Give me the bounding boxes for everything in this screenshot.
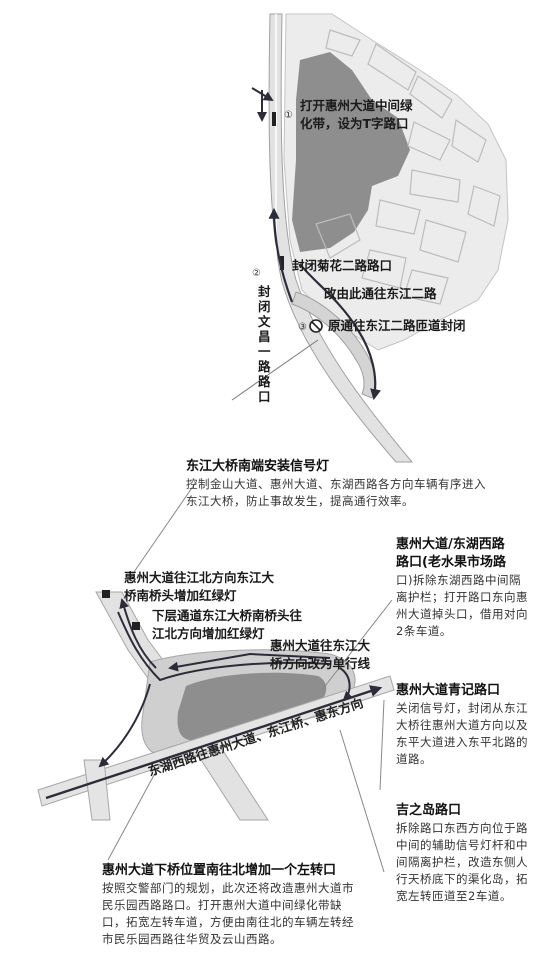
lower-map xyxy=(37,590,395,821)
qingji-title: 惠州大道青记路口 xyxy=(396,683,501,698)
ramp-road xyxy=(291,291,376,399)
main-up-arrow xyxy=(268,207,294,303)
jizhidao-block: 吉之岛路口 拆除路口东西方向位于路中间的辅助信号灯杆和中间隔离护栏，改造东侧人行… xyxy=(396,802,528,905)
bottom-title: 惠州大道下桥位置南往北增加一个左转口 xyxy=(102,863,337,878)
block-outlines xyxy=(315,29,501,305)
south-road xyxy=(83,759,111,821)
label-c-line1: 惠州大道往东江大 xyxy=(270,638,371,653)
oneway-arrow xyxy=(168,652,331,672)
traffic-light-icon-1 xyxy=(102,590,110,598)
item1-line2: 化带，设为T字路口 xyxy=(300,116,409,131)
leader-lines xyxy=(107,481,393,873)
traffic-light-icon-2 xyxy=(132,622,140,630)
jizhidao-body: 拆除路口东西方向位于路中间的辅助信号灯杆和中间隔离护栏，改造东侧人行天桥底下的渠… xyxy=(396,821,528,903)
vertical-char: 一 xyxy=(258,344,271,359)
ramp-line-1 xyxy=(117,611,331,682)
donghu-arrow xyxy=(45,685,383,800)
label-b-line1: 下层通道东江大桥南桥头往 xyxy=(152,608,303,623)
signal-title: 东江大桥南端安装信号灯 xyxy=(186,459,330,474)
label-b-line2: 江北方向增加红绿灯 xyxy=(152,626,265,641)
item3-text: 原通往东江二路匝道封闭 xyxy=(328,318,466,333)
donghu-title-1: 惠州大道/东湖西路 xyxy=(396,537,505,552)
bottom-body: 按照交警部门的规划，此次还将改造惠州大道市民乐园西路路口。打开惠州大道中间绿化带… xyxy=(102,881,354,946)
qingji-body: 关闭信号灯，封闭从东江大桥往惠州大道方向以及东平大道进入东平北路的道路。 xyxy=(396,701,528,766)
label-a-line2: 桥南桥头增加红绿灯 xyxy=(124,588,237,603)
label-c-line2: 桥方向改为单行线 xyxy=(270,656,371,671)
closure-bar-1 xyxy=(272,112,276,126)
label-a-line1: 惠州大道往江北方向东江大 xyxy=(124,570,275,585)
item3-num: ③ xyxy=(298,322,307,333)
lake xyxy=(292,52,410,252)
qingji-block: 惠州大道青记路口 关闭信号灯，封闭从东江大桥往惠州大道方向以及东平大道进入东平北… xyxy=(396,682,528,768)
vertical-char: 封 xyxy=(258,284,271,299)
donghu-block: 惠州大道/东湖西路 路口(老水果市场路 口)拆除东湖西路中间隔离护栏；打开路口东… xyxy=(396,536,528,640)
vertical-char: 昌 xyxy=(258,329,271,344)
bottom-block: 惠州大道下桥位置南往北增加一个左转口 按照交警部门的规划，此次还将改造惠州大道市… xyxy=(102,862,364,948)
interchange-inner xyxy=(177,672,327,741)
vertical-char: 路 xyxy=(258,374,271,389)
item1-num: ① xyxy=(284,110,293,121)
donghu-body: 口)拆除东湖西路中间隔离护栏；打开路口东向惠州大道掉头口，借用对向2条车道。 xyxy=(396,573,528,638)
signal-block: 东江大桥南端安装信号灯 控制金山大道、惠州大道、东湖西路各方向车辆有序进入东江大… xyxy=(186,458,486,510)
reroute-text: 改由此通往东江二路 xyxy=(324,286,437,301)
south-arrow xyxy=(98,683,151,768)
top-map xyxy=(231,13,509,463)
vertical-char: 闭 xyxy=(258,299,271,314)
north-arrow xyxy=(119,598,157,669)
item1-line1: 打开惠州大道中间绿 xyxy=(300,98,413,113)
closure-bar-2 xyxy=(280,256,284,270)
leader-vertical xyxy=(231,339,319,401)
reroute-arrow xyxy=(299,263,381,401)
item2-text: 封闭菊花二路路口 xyxy=(292,258,392,273)
vertical-char: 口 xyxy=(258,389,271,404)
item2-num: ② xyxy=(252,268,261,279)
vertical-char: 路 xyxy=(258,359,271,374)
donghu-title-2: 路口(老水果市场路 xyxy=(396,555,506,570)
vertical-char: 文 xyxy=(258,314,271,329)
jizhidao-title: 吉之岛路口 xyxy=(396,803,462,818)
signal-body: 控制金山大道、惠州大道、东湖西路各方向车辆有序进入东江大桥，防止事故发生，提高通… xyxy=(186,477,486,508)
ramp-turn-arrow xyxy=(339,667,354,702)
closed-icon-slash xyxy=(311,321,321,331)
